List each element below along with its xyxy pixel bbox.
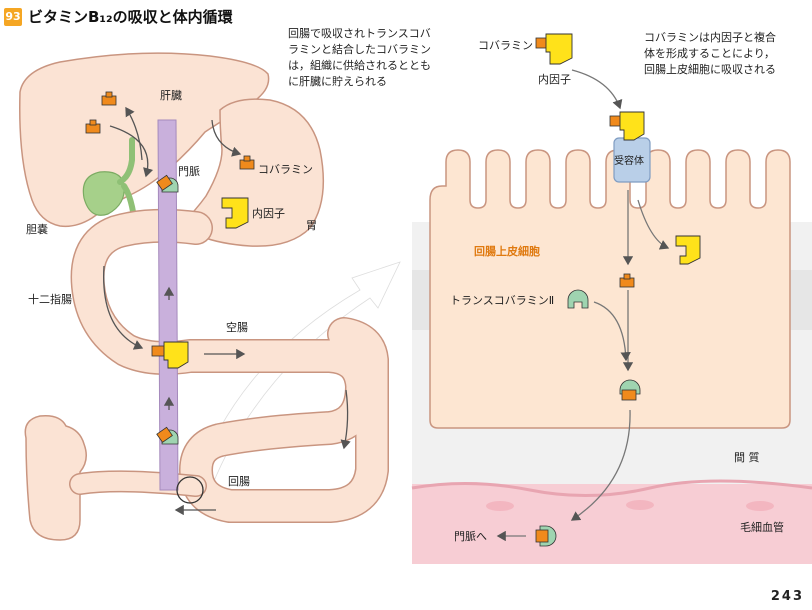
small-intestine-lumen	[72, 210, 388, 522]
duodenum-label: 十二指腸	[28, 293, 72, 306]
intrinsic-factor-top-label: 内因子	[538, 73, 571, 86]
note-line: 回腸で吸収されトランスコバ	[288, 27, 431, 40]
gallbladder-label: 胆嚢	[26, 223, 48, 236]
capillary-cell	[746, 501, 774, 511]
absorption-note-1: 回腸で吸収されトランスコバ ラミンと結合したコバラミン は，組織に供給されるとと…	[288, 26, 431, 90]
capillary-cell	[626, 500, 654, 510]
cobalamin-transcobalamin-complex	[535, 525, 557, 547]
gallbladder	[82, 171, 125, 216]
note-line: に肝臓に貯えられる	[288, 75, 387, 88]
stomach-release-arrow	[211, 119, 242, 157]
page-number: 243	[770, 589, 804, 604]
ileum-label: 回腸	[228, 475, 250, 488]
note-line: コバラミンは内因子と複合	[644, 31, 776, 44]
capillary-cell	[486, 501, 514, 511]
ileum-magnify-circle	[176, 476, 204, 504]
cobalamin-free	[619, 273, 635, 288]
interstitium-label: 間 質	[734, 451, 760, 464]
transcobalamin-label: トランスコバラミンⅡ	[450, 294, 555, 307]
cobalamin-if-complex	[151, 341, 189, 369]
intrinsic-factor-label: 内因子	[252, 207, 285, 220]
liver-store-arrow	[125, 106, 143, 161]
to-capillary-arrow	[570, 409, 631, 521]
note-line: 体を形成することにより，	[644, 47, 776, 60]
ileal-epithelial-cell	[429, 149, 791, 429]
liver	[19, 52, 270, 228]
figure-number: 93	[4, 7, 22, 26]
colon	[24, 414, 87, 541]
tcii-binding-arrow	[593, 301, 631, 362]
cobalamin-molecule	[101, 91, 117, 106]
ileum-flow-arrow-down	[340, 389, 351, 450]
cobalamin-transcobalamin-complex	[156, 426, 179, 445]
if-release-arrow	[637, 199, 670, 250]
ileal-epithelium-label: 回腸上皮細胞	[474, 245, 540, 258]
cobalamin-molecule	[239, 155, 255, 170]
liver-label: 肝臓	[160, 89, 182, 102]
cobalamin-molecule	[85, 119, 101, 134]
complex-to-receptor-arrow	[571, 69, 623, 110]
stomach-label: 胃	[306, 219, 317, 232]
cobalamin-top-label: コバラミン	[478, 39, 533, 52]
cobalamin-if-complex-bound	[609, 111, 645, 141]
cobalamin-transcobalamin-complex	[156, 174, 179, 193]
figure-title-row: 93 ビタミンB₁₂の吸収と体内循環	[4, 6, 233, 27]
note-line: ラミンと結合したコバラミン	[288, 43, 431, 56]
cobalamin-label: コバラミン	[258, 163, 313, 176]
figure-title: ビタミンB₁₂の吸収と体内循環	[28, 8, 233, 26]
cobalamin-transcobalamin-complex	[619, 379, 641, 401]
intrinsic-factor-molecule	[221, 197, 249, 229]
note-line: は，組織に供給されるととも	[288, 59, 431, 72]
duodenum-flow-arrow	[103, 265, 144, 350]
intrinsic-factor-free	[675, 235, 701, 265]
absorption-note-2: コバラミンは内因子と複合 体を形成することにより， 回腸上皮細胞に吸収される	[644, 30, 776, 78]
stomach	[178, 98, 325, 247]
jejunum-label: 空腸	[226, 321, 248, 334]
receptor-label: 受容体	[614, 156, 644, 167]
capillary-band	[412, 484, 812, 564]
capillary-label: 毛細血管	[740, 521, 784, 534]
note-line: 回腸上皮細胞に吸収される	[644, 63, 776, 76]
portal-vein-label: 門脈	[178, 165, 200, 178]
to-portal-label: 門脈へ	[454, 530, 487, 543]
transcobalamin-molecule	[567, 289, 589, 309]
cobalamin-if-complex-legend	[535, 33, 573, 65]
liver-flow-arrow	[109, 125, 154, 178]
